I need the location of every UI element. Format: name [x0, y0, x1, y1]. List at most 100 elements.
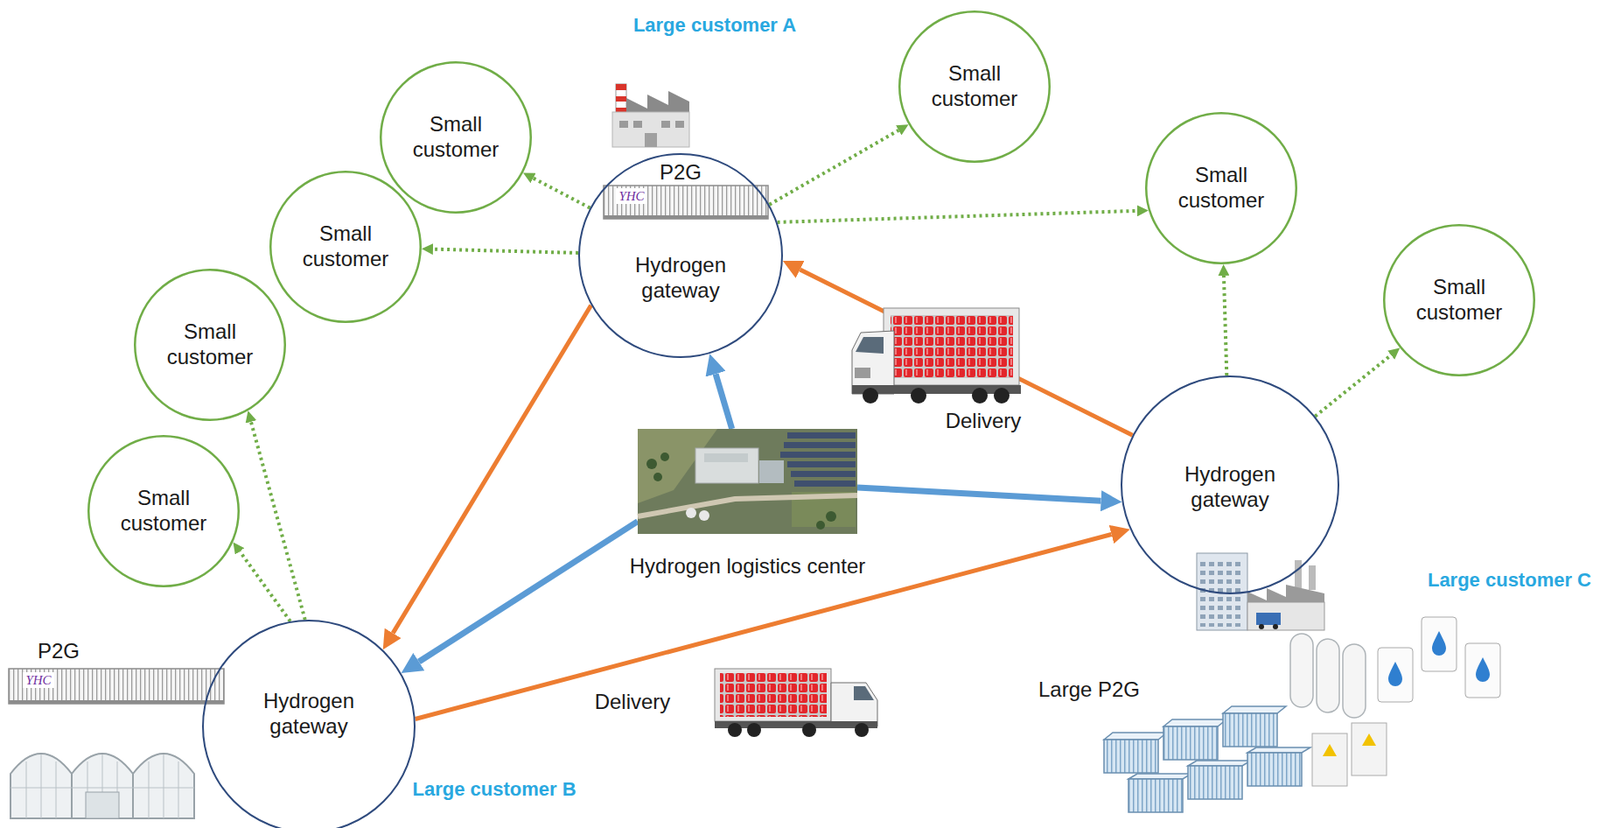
factory-icon: [626, 90, 690, 114]
logistics-center-photo: [790, 470, 856, 477]
delivery-truck: [971, 387, 988, 404]
logistics-arrow: [715, 373, 733, 429]
container-logo: YHC: [22, 671, 54, 688]
customer-label: Large customer B: [409, 777, 579, 801]
logistics-center-photo: [780, 432, 856, 487]
node-outline: [134, 269, 286, 420]
delivery-truck: [831, 682, 878, 727]
node-outline: [1121, 376, 1339, 594]
electrolyzer-plant: [1322, 743, 1337, 756]
delivery-truck: [727, 722, 742, 737]
electrolyzer-plant: [1362, 733, 1377, 746]
truck-label: Delivery: [592, 689, 674, 715]
dotted-supply-arrow: [1314, 355, 1391, 417]
delivery-truck: [854, 367, 871, 378]
p2g-label: P2G: [34, 638, 83, 664]
delivery-truck: [747, 722, 762, 737]
factory-icon: [633, 120, 643, 128]
greenhouse: [71, 753, 133, 818]
node-text: P2G: [659, 160, 702, 186]
electrolyzer-plant: [1312, 722, 1387, 786]
dotted-supply-arrow: [768, 130, 899, 205]
electrolyzer-plant: [1421, 616, 1457, 671]
electrolyzer-plant: [1187, 760, 1251, 766]
logistics-center-photo: [759, 460, 784, 483]
logistics-center-photo: [637, 428, 858, 534]
electrolyzer-plant: [1128, 778, 1183, 812]
node-text: Hydrogen gateway: [251, 688, 366, 740]
electrolyzer-plant: [1222, 712, 1278, 747]
logistics-center-photo: [825, 510, 837, 522]
hydrogen-gateway-circle: Hydrogen gateway: [1120, 375, 1340, 594]
hydrogen-container: [603, 185, 769, 219]
factory-icon: [644, 132, 657, 147]
small-customer-circle: Small customer: [1145, 111, 1298, 265]
node-outline: [202, 620, 415, 828]
hydrogen-container: [603, 215, 769, 219]
small-customer-circle: Small customer: [898, 10, 1051, 163]
factory-icon: [661, 120, 671, 128]
node-text: Small customer: [398, 111, 513, 163]
small-customer-circle: Small customer: [87, 434, 240, 587]
delivery-arrow: [415, 533, 1112, 719]
greenhouse: [41, 754, 42, 818]
factory-icon: [612, 83, 690, 147]
electrolyzer-plant: [1222, 705, 1286, 713]
node-text: Hydrogen gateway: [623, 252, 738, 304]
node-text: Hydrogen gateway: [1173, 461, 1287, 513]
delivery-truck: [714, 668, 832, 721]
hydrogen-container: [603, 185, 769, 219]
electrolyzer-plant: [1163, 726, 1218, 760]
delivery-truck: [855, 336, 884, 354]
logistics-center-photo: [695, 447, 759, 483]
greenhouse: [178, 761, 180, 818]
node-outline: [579, 153, 783, 357]
logistics-center-photo: [787, 461, 856, 468]
delivery-truck: [890, 314, 1014, 378]
small-customer-circle: Small customer: [1383, 223, 1536, 377]
delivery-truck: [714, 668, 878, 737]
greenhouse: [10, 753, 195, 818]
delivery-truck: [854, 722, 869, 737]
delivery-truck: [852, 307, 1021, 404]
customer-building: [1258, 623, 1265, 629]
electrolyzer-plant: [1187, 765, 1243, 799]
logistics-center-photo: [787, 432, 856, 439]
node-outline: [1145, 112, 1297, 264]
logistics-center-photo: [646, 458, 657, 469]
node-outline: [1383, 224, 1535, 376]
dotted-supply-arrow: [251, 421, 306, 620]
greenhouse: [55, 761, 57, 818]
electrolyzer-plant: [1247, 752, 1302, 786]
customer-building: [1256, 612, 1281, 625]
customer-label: Large customer C: [1425, 568, 1594, 592]
node-outline: [899, 11, 1050, 162]
logistics-center-photo: [637, 495, 858, 517]
logistics-center-photo: [794, 480, 856, 487]
node-outline: [270, 171, 421, 322]
node-text: Small customer: [288, 221, 403, 273]
delivery-arrow: [800, 269, 1133, 435]
logistics-center-photo: [780, 451, 856, 458]
electrolyzer-plant: [1103, 739, 1159, 773]
dotted-supply-arrow: [533, 178, 591, 209]
factory-icon: [619, 120, 629, 128]
electrolyzer-plant: [1432, 630, 1447, 656]
electrolyzer-plant: [1247, 747, 1311, 753]
hydrogen-container: [8, 699, 224, 704]
label-layer: Large customer AYHCDeliveryLarge custome…: [0, 0, 1600, 202]
delivery-truck: [883, 307, 1020, 385]
node-outline: [380, 62, 532, 213]
factory-icon: [612, 111, 690, 147]
electrolyzer-plant: [1475, 656, 1490, 682]
delivery-truck: [993, 387, 1010, 404]
electrolyzer-plant: [1103, 616, 1501, 812]
hydrogen-gateway-circle: Hydrogen gateway: [202, 619, 416, 828]
logistics-arrow: [857, 487, 1102, 501]
dotted-supply-arrow: [433, 249, 579, 253]
customer-building: [1272, 623, 1279, 629]
logistics-center-photo: [646, 452, 837, 530]
truck-label: Delivery: [943, 408, 1025, 434]
hydrogen-gateway-circle: P2G Hydrogen gateway: [578, 153, 783, 358]
